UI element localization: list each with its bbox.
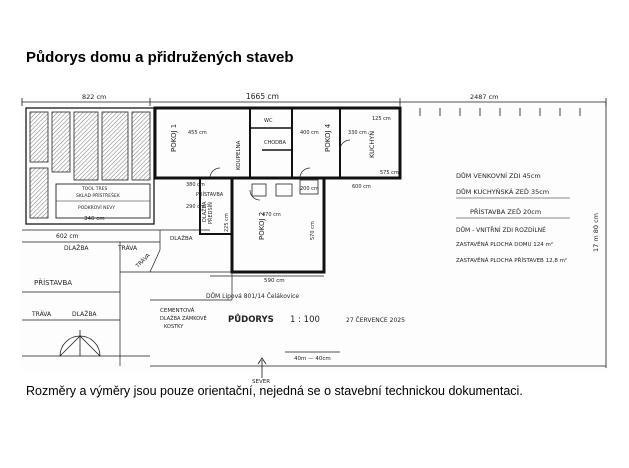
legend-line-4: DŮM - VNITŘNÍ ZDI ROZDÍLNÉ: [456, 226, 546, 234]
dim-340: 340 cm: [84, 216, 105, 222]
north-arrow-icon: [257, 357, 267, 378]
legend: DŮM VENKOVNÍ ZDI 45cm DŮM KUCHYŇSKÁ ZEĎ …: [456, 171, 570, 264]
label-pristavba: PŘÍSTAVBA: [34, 278, 72, 287]
label-cementova-2: DLAŽBA ZÁMKOVÉ: [160, 314, 207, 322]
dim-1665: 1665 cm: [246, 92, 279, 101]
dim-575: 575 cm: [380, 170, 399, 176]
dim-225: 225 cm: [224, 213, 230, 232]
legend-line-2: DŮM KUCHYŇSKÁ ZEĎ 35cm: [456, 187, 549, 196]
dim-1780: 17 m 80 cm: [592, 213, 600, 252]
dim-2487: 2487 cm: [470, 93, 499, 101]
door-swings: [209, 139, 351, 201]
label-trava-3: TRÁVA: [31, 311, 52, 318]
dim-200: 200 cm: [300, 186, 319, 192]
legend-line-1: DŮM VENKOVNÍ ZDI 45cm: [456, 171, 541, 180]
label-address: DŮM Lipová 801/14 Čelákovice: [206, 293, 299, 300]
disclaimer-note: Rozměry a výměry jsou pouze orientační, …: [26, 384, 523, 398]
house-outline: [153, 106, 402, 274]
legend-line-3: PŘÍSTAVBA ZEĎ 20cm: [470, 207, 541, 216]
gate-symbol: [59, 330, 101, 357]
dim-125: 125 cm: [372, 116, 391, 122]
yard-lines-left: [22, 229, 210, 366]
room-pokoj-2: POKOJ 2: [258, 212, 266, 240]
dim-470: 470 cm: [262, 212, 281, 218]
room-kuchyn: KUCHYŇ: [367, 131, 376, 158]
dim-590: 590 cm: [264, 278, 285, 284]
room-wc: WC: [264, 118, 273, 124]
label-dlazba-4: DLAŽBA: [200, 201, 208, 222]
annex-label-3: PODKROVÍ NEVY: [78, 204, 115, 211]
dim-400: 400 cm: [300, 130, 319, 136]
legend-line-5: ZASTAVĚNÁ PLOCHA DOMU 124 m²: [456, 240, 553, 248]
annex-label-2: SKLAD PŘÍSTŘEŠEK: [76, 191, 121, 199]
room-chodba: CHODBA: [264, 140, 286, 146]
dim-380: 380 cm: [186, 182, 205, 188]
label-grid: 40m — 40cm: [294, 356, 331, 362]
dim-290: 290 cm: [186, 204, 205, 210]
fence-posts: [419, 108, 581, 116]
annex-left: [25, 107, 155, 225]
room-koupelna: KOUPELNA: [236, 140, 242, 170]
dim-330: 330 cm: [348, 130, 367, 136]
label-scale: 1 : 100: [290, 315, 320, 325]
annex-label-1: TOOL TRES: [81, 186, 107, 192]
dim-455: 455 cm: [188, 130, 207, 136]
label-pristavba-2: PŘÍSTAVBA: [196, 190, 224, 198]
dim-822: 822 cm: [82, 93, 106, 101]
label-trava-1: TRÁVA: [117, 245, 138, 252]
dim-600: 600 cm: [352, 184, 371, 190]
label-date: 27 ČERVENCE 2025: [346, 317, 405, 324]
fixtures: [251, 179, 319, 197]
room-predsin: PŘEDSÍŇ: [206, 202, 214, 224]
label-dlazba-3: DLAŽBA: [72, 310, 97, 318]
room-pokoj-4: POKOJ 4: [324, 123, 332, 152]
label-pudorys: PŮDORYS: [228, 313, 274, 325]
paving-area: [120, 271, 233, 301]
label-dlazba-2: DLAŽBA: [170, 234, 193, 242]
label-dlazba-1: DLAŽBA: [64, 244, 89, 252]
room-pokoj-1: POKOJ 1: [170, 124, 178, 152]
dim-602: 602 cm: [56, 233, 79, 240]
dim-570: 570 cm: [310, 221, 316, 240]
page-title: Půdorys domu a přidružených staveb: [26, 49, 294, 66]
label-cementova: CEMENTOVÁ: [160, 307, 195, 314]
legend-line-6: ZASTAVĚNÁ PLOCHA PŘÍSTAVEB 12,8 m²: [456, 256, 567, 264]
label-kostky: KOSTKY: [164, 324, 184, 330]
label-sever: SEVER: [252, 379, 270, 385]
